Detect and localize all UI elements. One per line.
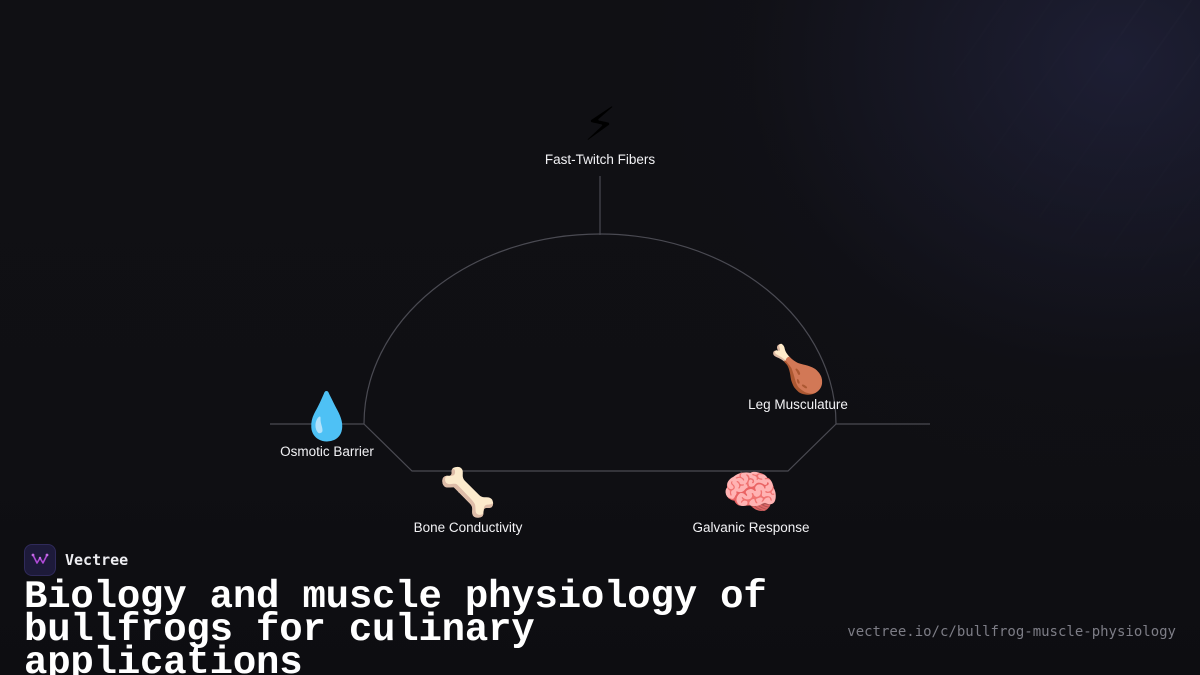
node-label: Leg Musculature [748, 397, 848, 412]
node-fast-twitch-fibers: ⚡ Fast-Twitch Fibers [500, 98, 700, 167]
node-label: Fast-Twitch Fibers [544, 152, 656, 167]
node-label: Bone Conductivity [413, 520, 523, 535]
brand[interactable]: Vectree [24, 544, 128, 576]
node-galvanic-response: 🧠 Galvanic Response [651, 466, 851, 535]
page-url[interactable]: vectree.io/c/bullfrog-muscle-physiology [847, 624, 1176, 640]
node-leg-musculature: 🍗 Leg Musculature [698, 343, 898, 412]
brain-icon: 🧠 [722, 465, 780, 519]
node-bone-conductivity: 🦴 Bone Conductivity [368, 466, 568, 535]
dome-outline [363, 233, 837, 472]
brand-name: Vectree [65, 551, 129, 569]
node-label: Osmotic Barrier [280, 444, 374, 459]
page-title: Biology and muscle physiology of bullfro… [24, 575, 767, 675]
node-label: Galvanic Response [692, 520, 810, 535]
vectree-logo-icon [24, 544, 56, 576]
drumstick-icon: 🍗 [769, 342, 827, 396]
droplet-icon: 💧 [298, 389, 356, 443]
node-osmotic-barrier: 💧 Osmotic Barrier [227, 390, 427, 459]
bone-icon: 🦴 [439, 465, 497, 519]
lightning-icon: ⚡ [583, 97, 617, 151]
background-rays [680, 0, 1200, 560]
